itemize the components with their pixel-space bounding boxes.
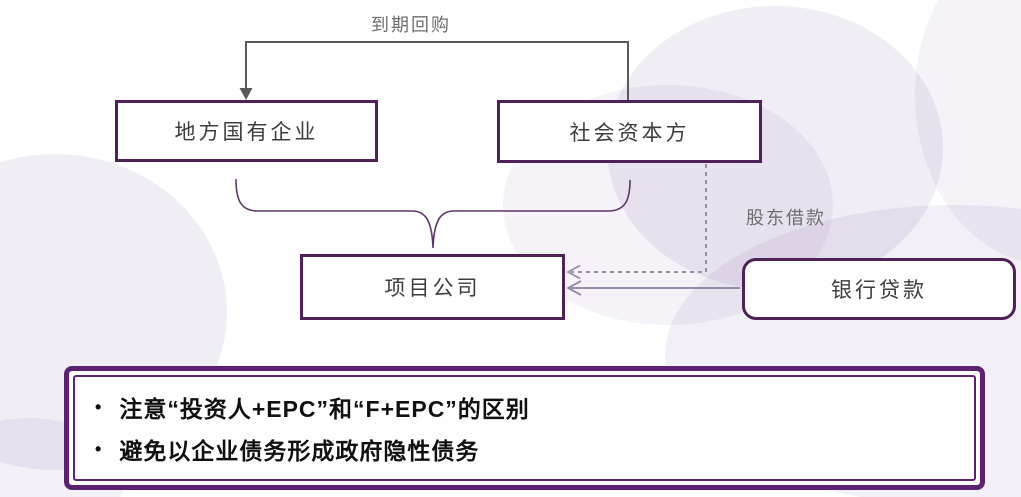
shareholder-loan-arrow bbox=[566, 164, 707, 280]
node-bank-loan-label: 银行贷款 bbox=[831, 279, 927, 302]
arrowhead-left-solid bbox=[566, 280, 582, 296]
shareholder-loan-label: 股东借款 bbox=[746, 208, 826, 228]
repurchase-arrow bbox=[239, 41, 629, 100]
node-project-company: 项目公司 bbox=[300, 254, 565, 320]
arrowhead-down bbox=[239, 88, 253, 100]
repurchase-label: 到期回购 bbox=[371, 15, 451, 35]
note-text-2: 避免以企业债务形成政府隐性债务 bbox=[119, 438, 480, 464]
node-social-capital-label: 社会资本方 bbox=[569, 121, 690, 145]
bank-loan-arrow bbox=[566, 280, 740, 296]
note-text-1: 注意“投资人+EPC”和“F+EPC”的区别 bbox=[119, 396, 530, 422]
notes-box: • 注意“投资人+EPC”和“F+EPC”的区别 • 避免以企业债务形成政府隐性… bbox=[64, 366, 985, 490]
node-project-company-label: 项目公司 bbox=[384, 277, 481, 300]
node-local-soe-label: 地方国有企业 bbox=[174, 121, 319, 144]
bullet-icon: • bbox=[95, 396, 103, 417]
node-local-soe: 地方国有企业 bbox=[115, 100, 378, 162]
node-bank-loan: 银行贷款 bbox=[742, 258, 1016, 320]
equity-brace bbox=[235, 178, 631, 249]
note-line-2: • 避免以企业债务形成政府隐性债务 bbox=[95, 432, 974, 466]
arrowhead-left-dashed bbox=[566, 264, 581, 280]
bullet-icon: • bbox=[95, 438, 103, 459]
node-social-capital: 社会资本方 bbox=[497, 100, 762, 163]
notes-inner-border: • 注意“投资人+EPC”和“F+EPC”的区别 • 避免以企业债务形成政府隐性… bbox=[73, 375, 976, 481]
note-line-1: • 注意“投资人+EPC”和“F+EPC”的区别 bbox=[95, 390, 974, 424]
